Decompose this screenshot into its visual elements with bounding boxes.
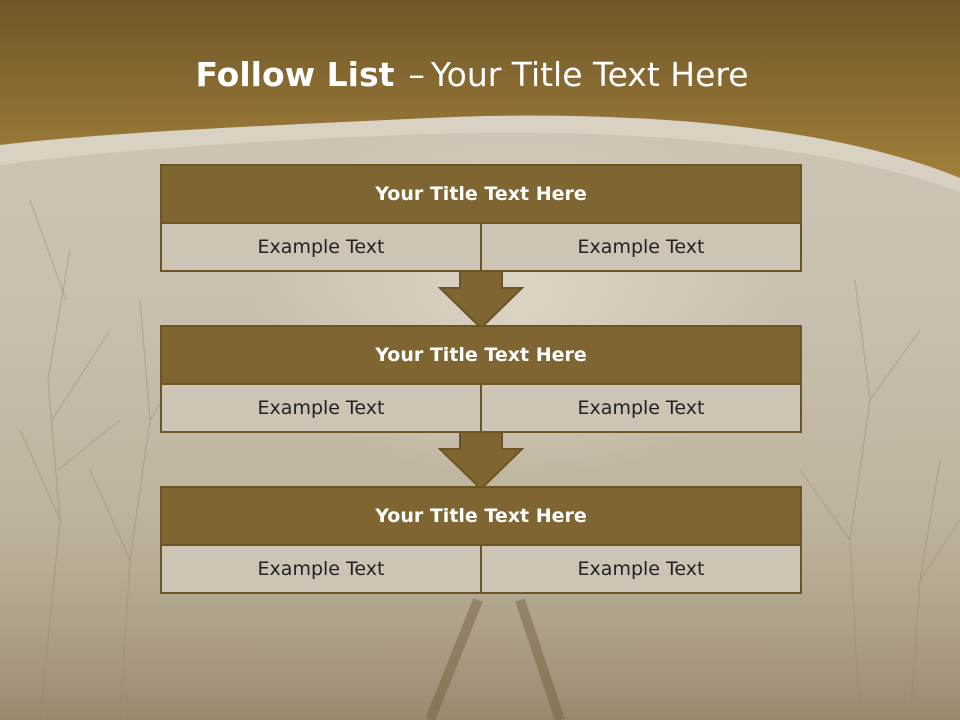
block-cell-right: Example Text: [480, 385, 800, 431]
list-block-2: Your Title Text Here Example Text Exampl…: [160, 325, 802, 433]
block-cell-left: Example Text: [257, 558, 385, 580]
block-row: Example Text Example Text: [162, 385, 800, 431]
block-title: Your Title Text Here: [162, 166, 800, 224]
title-main-part: Your Title Text Here: [430, 55, 749, 94]
list-block-1: Your Title Text Here Example Text Exampl…: [160, 164, 802, 272]
block-title: Your Title Text Here: [162, 327, 800, 385]
block-cell-right: Example Text: [480, 546, 800, 592]
block-cell-left: Example Text: [257, 397, 385, 419]
down-arrow-icon: [438, 270, 524, 330]
block-cell-left: Example Text: [257, 236, 385, 258]
block-row: Example Text Example Text: [162, 546, 800, 592]
list-block-3: Your Title Text Here Example Text Exampl…: [160, 486, 802, 594]
slide-title: Follow List–Your Title Text Here: [0, 52, 944, 98]
block-cell-right: Example Text: [480, 224, 800, 270]
title-separator: –: [408, 55, 425, 94]
title-bold-part: Follow List: [195, 55, 395, 94]
block-row: Example Text Example Text: [162, 224, 800, 270]
block-title: Your Title Text Here: [162, 488, 800, 546]
down-arrow-icon: [438, 431, 524, 491]
